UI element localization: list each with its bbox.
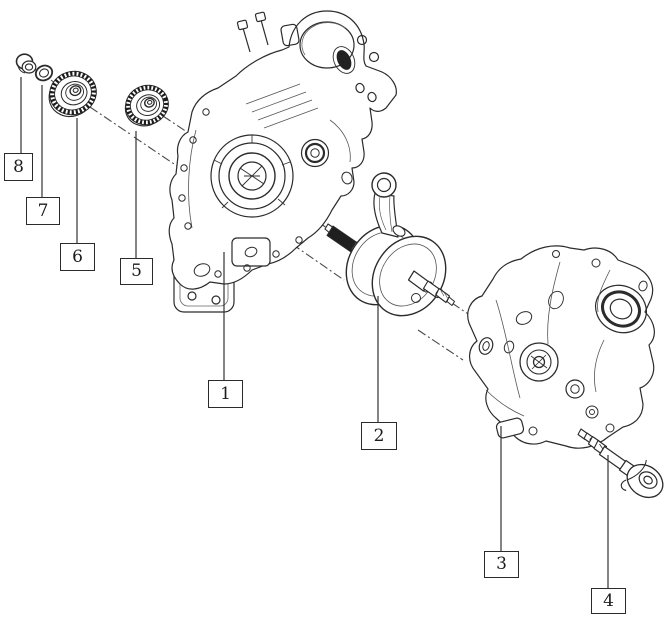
- callout-7: 7: [26, 197, 60, 225]
- callout-4-label: 4: [603, 590, 614, 611]
- callout-3: 3: [484, 551, 519, 578]
- right-crankcase-drawing: [467, 245, 655, 449]
- callout-2-label: 2: [373, 425, 385, 446]
- part7-washer-drawing: [34, 64, 54, 82]
- callout-4: 4: [591, 588, 626, 614]
- part6-gear-drawing: [48, 70, 97, 118]
- callout-2: 2: [361, 422, 397, 450]
- crankshaft-drawing: [324, 172, 455, 317]
- part8-nut-drawing: [15, 53, 37, 74]
- callout-5: 5: [120, 258, 153, 285]
- callout-8-label: 8: [13, 156, 24, 177]
- left-crankcase-drawing: [168, 10, 397, 313]
- callout-3-label: 3: [496, 554, 507, 574]
- pump-shaft-drawing: [577, 428, 664, 499]
- callout-8: 8: [4, 153, 33, 181]
- part5-gear-drawing: [124, 84, 169, 127]
- callout-6-label: 6: [72, 246, 83, 267]
- leader-lines: [20, 77, 609, 588]
- callout-1-label: 1: [220, 383, 231, 404]
- callout-6: 6: [60, 243, 95, 271]
- callout-1: 1: [208, 380, 243, 408]
- callout-5-label: 5: [131, 261, 142, 281]
- callout-7-label: 7: [37, 200, 49, 221]
